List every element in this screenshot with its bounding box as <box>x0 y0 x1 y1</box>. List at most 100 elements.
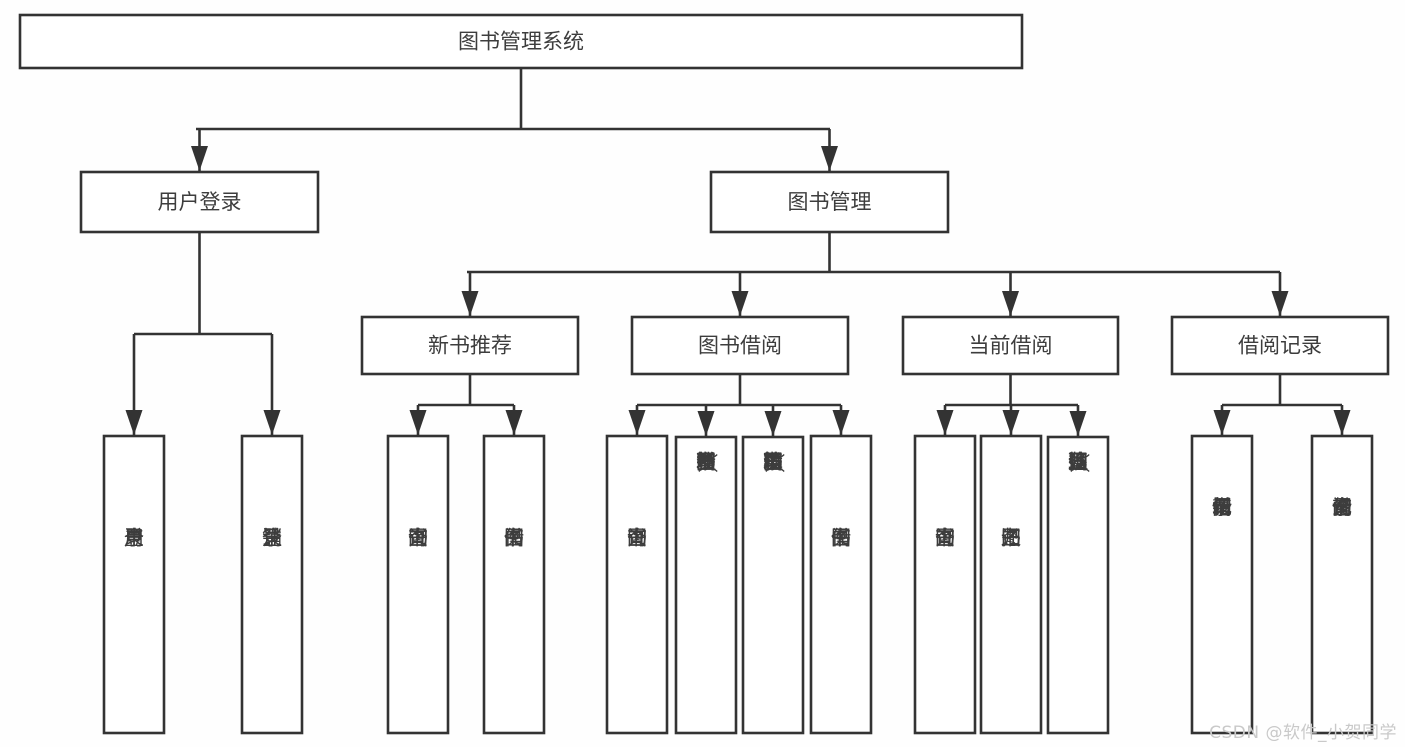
level3-node-新书推荐[interactable]: 新书推荐 <box>360 315 580 376</box>
arrow-head-icon <box>191 146 208 171</box>
node-box[interactable] <box>386 434 450 735</box>
node-label-char: 编 <box>763 450 783 474</box>
node-label-char: 询 <box>408 525 428 549</box>
arrow-head-icon <box>461 291 479 316</box>
arrow-head-icon <box>936 410 954 435</box>
node-box[interactable] <box>360 315 580 376</box>
node-label-char: 图 <box>935 525 955 549</box>
node-layer: 图书管理系统用户登录图书管理新书推荐图书借阅当前借阅借阅记录用户登录注销登录查询… <box>18 13 1390 735</box>
node-box[interactable] <box>809 434 873 735</box>
node-label-char: 借 <box>1212 495 1232 519</box>
node-label-char: 询 <box>1332 495 1352 519</box>
node-label-char: 辑 <box>763 450 783 474</box>
node-label-char: （ <box>696 453 720 473</box>
node-box[interactable] <box>709 170 950 234</box>
node-label: 图书借阅 <box>698 334 782 358</box>
level3-node-图书借阅[interactable]: 图书借阅 <box>630 315 850 376</box>
node-label-char: 登 <box>262 525 282 549</box>
node-box[interactable] <box>240 434 304 735</box>
arrow-head-icon <box>505 410 523 435</box>
node-label-char: 阅 <box>504 525 524 549</box>
arrow-head-icon <box>821 146 838 171</box>
arrow-head-icon <box>628 410 646 435</box>
node-label-char: 还 <box>1001 525 1021 549</box>
node-box[interactable] <box>901 315 1120 376</box>
level2-node-用户登录[interactable]: 用户登录 <box>79 170 320 234</box>
node-box[interactable] <box>1170 315 1390 376</box>
node-label-char: 管 <box>763 450 783 474</box>
node-label-char: ） <box>696 453 720 473</box>
node-label-char: 阅 <box>831 525 851 549</box>
node-label-char: 理 <box>763 450 783 474</box>
leaf-node-0[interactable]: 用户登录 <box>102 434 166 735</box>
node-label-char: 管 <box>1068 450 1088 474</box>
node-box[interactable] <box>482 434 546 735</box>
arrow-head-icon <box>731 291 749 316</box>
node-label-char: 阅 <box>1212 495 1232 519</box>
node-label-char: 书 <box>935 525 955 549</box>
arrow-head-icon <box>1002 410 1020 435</box>
node-label-char: 查 <box>935 525 955 549</box>
node-label-char: 图 <box>696 450 716 474</box>
node-label-char: （ <box>1068 453 1092 473</box>
node-label-char: 登 <box>124 525 144 549</box>
node-box[interactable] <box>1190 434 1254 735</box>
level2-node-图书管理[interactable]: 图书管理 <box>709 170 950 234</box>
node-label: 图书管理系统 <box>458 30 584 54</box>
node-box[interactable] <box>18 13 1024 70</box>
node-box[interactable] <box>102 434 166 735</box>
node-label-char: 用 <box>124 525 144 549</box>
csdn-watermark: CSDN @软件_小贺同学 <box>1209 723 1397 743</box>
node-label-char: 书 <box>627 525 647 549</box>
node-label-char: 书 <box>831 525 851 549</box>
node-box[interactable] <box>674 435 738 735</box>
level3-node-借阅记录[interactable]: 借阅记录 <box>1170 315 1390 376</box>
arrow-head-icon <box>1271 291 1289 316</box>
node-box[interactable] <box>79 170 320 234</box>
arrow-head-icon <box>263 410 281 435</box>
node-label-char: 认 <box>1068 450 1088 474</box>
node-label-char: 录 <box>1212 495 1232 519</box>
node-box[interactable] <box>741 435 805 735</box>
level3-node-当前借阅[interactable]: 当前借阅 <box>901 315 1120 376</box>
node-label-char: 新 <box>1212 495 1232 519</box>
node-label-char: 管 <box>696 450 716 474</box>
node-label-char: 查 <box>1332 495 1352 519</box>
node-label-char: （ <box>763 453 787 473</box>
node-box[interactable] <box>630 315 850 376</box>
node-label-char: 注 <box>262 525 282 549</box>
arrow-head-icon <box>1333 410 1351 435</box>
connector-layer <box>125 68 1351 436</box>
node-label-char: 增 <box>696 450 716 474</box>
node-label-char: 理 <box>1068 450 1088 474</box>
node-box[interactable] <box>1046 435 1110 735</box>
node-label-char: 录 <box>124 525 144 549</box>
node-box[interactable] <box>605 434 669 735</box>
node-label-char: ） <box>763 453 787 473</box>
node-label-char: 户 <box>124 525 144 549</box>
node-box[interactable] <box>913 434 977 735</box>
node-label-char: ） <box>1068 453 1092 473</box>
arrow-head-icon <box>409 410 427 435</box>
arrow-head-icon <box>697 411 715 436</box>
node-box[interactable] <box>979 434 1043 735</box>
node-label-char: 询 <box>627 525 647 549</box>
arrow-head-icon <box>1213 410 1231 435</box>
root-node-图书管理系统[interactable]: 图书管理系统 <box>18 13 1024 70</box>
arrow-head-icon <box>1002 291 1019 316</box>
node-box[interactable] <box>1310 434 1374 735</box>
node-label-char: 借 <box>504 525 524 549</box>
